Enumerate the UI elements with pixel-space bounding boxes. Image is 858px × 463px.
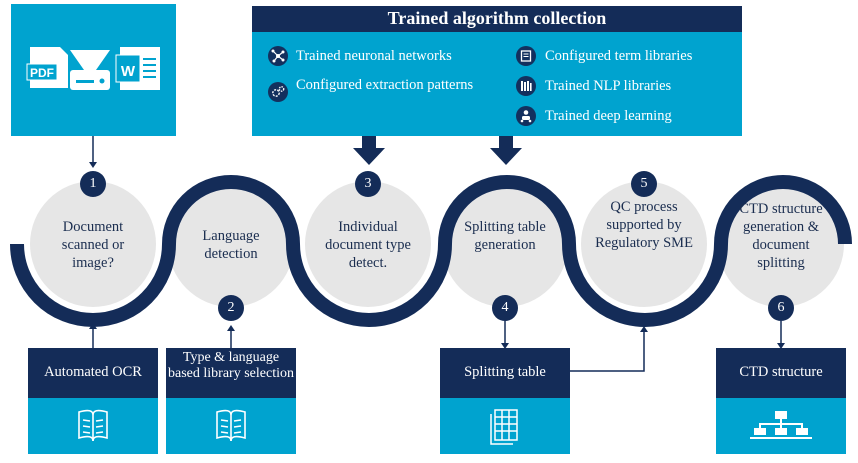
collection-item-deep-learning: Trained deep learning <box>545 108 672 124</box>
svg-text:W: W <box>121 63 136 80</box>
deep-learning-icon <box>516 106 536 126</box>
word-icon: W <box>115 47 160 90</box>
pdf-icon: PDF <box>26 47 68 88</box>
library-icon <box>516 76 536 96</box>
step-label-5: QC process supported by Regulatory SME <box>595 199 693 251</box>
book-icon <box>78 409 108 442</box>
step-badge-1: 1 <box>80 171 106 197</box>
output-label-ctd-structure: CTD structure <box>739 364 823 380</box>
collection-arrows <box>353 136 522 165</box>
step-badge-2: 2 <box>218 295 244 321</box>
collection-title: Trained algorithm collection <box>387 8 607 28</box>
process-band <box>10 175 852 327</box>
book-icon <box>216 409 246 442</box>
collection-item-extraction-patterns: Configured extraction patterns <box>296 77 474 93</box>
step-label-1: Document scanned or image? <box>61 219 125 271</box>
step-label-6: CTD structure generation & document spli… <box>739 201 823 271</box>
scanner-icon <box>70 50 110 90</box>
output-label-library-selection: Type & language based library selection <box>168 350 294 381</box>
gears-icon <box>268 82 288 102</box>
collection-item-nlp-libraries: Trained NLP libraries <box>545 78 672 94</box>
network-icon <box>268 46 288 66</box>
books-icon <box>516 46 536 66</box>
hierarchy-icon <box>750 411 812 439</box>
spreadsheet-icon <box>490 409 518 445</box>
step-badge-6: 6 <box>768 295 794 321</box>
svg-text:PDF: PDF <box>30 66 54 80</box>
collection-item-term-libraries: Configured term libraries <box>545 48 693 64</box>
step-label-3: Individual document type detect. <box>325 219 411 271</box>
step-badge-3: 3 <box>355 171 381 197</box>
step-badge-4: 4 <box>492 295 518 321</box>
step-circles <box>30 181 844 307</box>
output-label-automated-ocr: Automated OCR <box>44 364 142 380</box>
output-label-splitting-table: Splitting table <box>464 364 546 380</box>
collection-header <box>252 6 742 32</box>
step-label-4: Splitting table generation <box>464 219 546 253</box>
collection-item-neuronal-networks: Trained neuronal networks <box>296 48 452 64</box>
step-badge-5: 5 <box>631 171 657 197</box>
output-boxes <box>28 348 846 454</box>
step-label-2: Language detection <box>202 228 260 262</box>
